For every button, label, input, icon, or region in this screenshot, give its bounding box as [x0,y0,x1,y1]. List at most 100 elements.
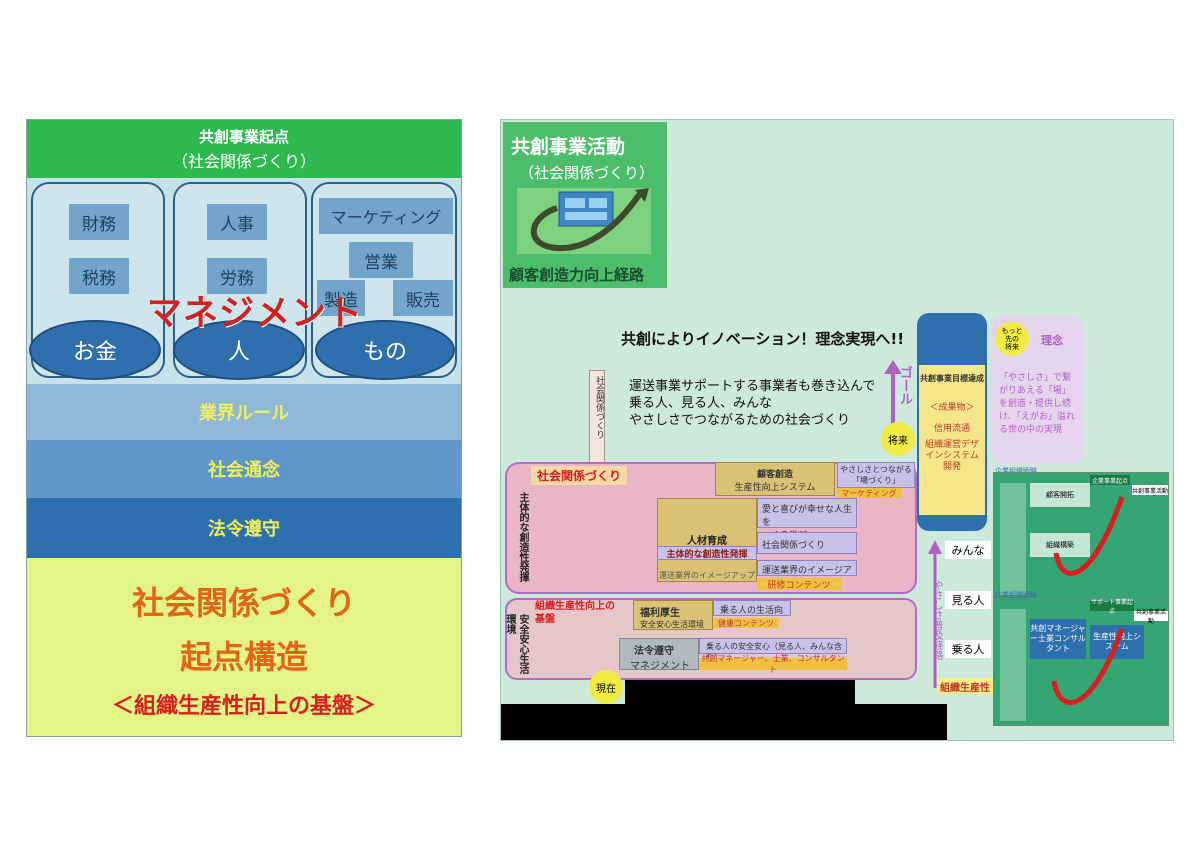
safety-all-label: 乗る人の安全安心（見る人、みんな含む） [706,642,842,662]
compliance-band: 法令遵守 [27,498,461,558]
manufacturing-box: 製造 [317,280,365,316]
vision-box: もっと 先の 将来 理念 「やさしさ」で繋がりあえる「場」を創造・提供し続け、「… [991,316,1083,464]
further-future-marker: もっと 先の 将来 [995,322,1029,356]
philosophy-label: 理念 [1041,334,1063,347]
cocreation-activity-panel: 共創事業活動 （社会関係づくり） 顧客創造力向上経路 共創によりイノベーション！… [500,119,1174,741]
money-oval: お金 [29,320,161,380]
base-shadow [501,704,947,740]
goal-top-label: 共創事業目標達成 [920,374,984,383]
foundation-subtitle: ＜組織生産性向上の基盤＞ [111,694,376,719]
further-future-1: もっと [1001,327,1023,335]
people-all: みんな [945,541,991,559]
joy-learning-box: 愛と喜びが幸せな人生を つくる学び [757,498,857,541]
management-label: マネジメント [630,661,690,672]
welfare-label: 福利厚生 [640,608,680,619]
safety-all-box: 乗る人の安全安心（見る人、みんな含む） [699,638,847,662]
blank-label-1: 顧客開拓 [1030,483,1090,507]
badge-subtitle: （社会関係づくり） [519,164,655,182]
sales-box: 営業 [349,242,413,278]
finance-box: 財務 [69,204,129,240]
cocreate-manager-tag: 共創マネージャー、士業、コンサルタント [699,654,847,674]
side-label-creativity: 主体的な創造性発揮 [517,492,528,582]
training-tag: 研修コンテンツ [757,578,841,591]
vision-text: 「やさしさ」で繋がりあえる「場」を創造・提供し続け、「えがお」溢れる世の中の実現 [999,373,1076,435]
hr-box: 人事 [207,204,267,240]
vertical-axis-label: 社会関係づくり [594,376,604,439]
header-subtitle: （社会関係づくり） [171,152,316,171]
badge-caption: 顧客創造力向上経路 [509,266,645,284]
desc-line-3: やさしさでつながるための社会づくり [629,413,851,428]
strategy-thumbnail-2: サポート事業起点 共創事業活動 共創マネージャー士業コンサルタント 生産性向上シ… [993,598,1169,726]
check-arrow-icon-2 [1051,628,1125,705]
blank-label-2: 組織構築 [1030,533,1090,557]
industry-rules-band: 業界ルール [27,384,461,440]
customer-creation-label: 顧客創造 [756,470,793,480]
rider-improve-box: 乗る人の生活向上 [713,600,791,629]
header-title: 共創事業起点 [198,128,289,146]
people-ride: 乗る人 [945,640,991,658]
strategy-label-2: 企業組織戦略 [995,591,1037,599]
people-oval: 人 [173,320,305,380]
desc-line-1: 運送事業サポートする事業者も巻き込んで [629,379,876,394]
management-label: マネジメント [147,294,364,334]
industry-image-label: 運送業界のイメージアップ [659,571,755,580]
spread-arrow-icon [928,540,942,688]
further-future-2: 先の [1005,335,1019,343]
hr-development-box [657,498,757,582]
further-future-3: 将来 [1005,343,1019,351]
activity-tag: 共創事業活動 [1132,485,1168,495]
social-relations-box-label: 社会関係づくり [762,541,826,551]
goal-item-2: 組織運営デザインシステム開発 [924,440,979,472]
health-tag: 健康コンテンツ [713,618,779,628]
goal-results-label: ＜成果物＞ [929,403,975,413]
strategy-thumbnail-1: 顧客開拓 組織構築 企業事業起点 共創事業活動 [993,472,1169,600]
place-label: 「場づくり」 [852,476,900,485]
social-norms-band: 社会通念 [27,440,461,498]
side-label-safety: 安全安心生活環境 [504,614,528,674]
customer-creation-box: 顧客創造 生産性向上システム [715,462,835,496]
people-see: 見る人 [945,591,991,609]
foundation-title-1: 社会関係づくり [131,584,356,622]
goal-item-1: 信用流通 [933,424,970,434]
now-marker: 現在 [589,670,623,704]
compliance-box: 法令遵守 マネジメント [619,638,699,672]
badge-title: 共創事業活動 [511,136,626,158]
kind-place-label: やさしさとつながる [840,465,912,474]
support-start-tag: サポート事業起点 [1090,599,1134,615]
social-relations-label: 社会関係づくり [531,466,628,485]
joy-learning-label-1: 愛と喜びが幸せな人生を [762,505,853,528]
activity-tag-2: 共創事業活動 [1134,609,1168,625]
future-marker: 将来 [881,422,915,456]
strategy-label: 企業組織戦略 [995,467,1037,475]
compliance-label: 法令遵守 [634,646,674,657]
place-making-box: やさしさとつながる 「場づくり」 [837,462,915,488]
start-point-tag: 企業事業起点 [1090,475,1130,485]
labor-box: 労務 [207,258,267,294]
activity-badge: 共創事業活動 （社会関係づくり） 顧客創造力向上経路 [503,122,667,288]
retail-box: 販売 [393,280,453,316]
social-relations-box: 社会関係づくり [757,532,857,554]
base-block [625,680,855,706]
marketing-box: マーケティング [319,198,453,234]
goal-results-box: 共創事業目標達成 ＜成果物＞ 信用流通 組織運営デザインシステム開発 [919,365,985,515]
productivity-base-label: 組織生産性向上の基盤 [535,601,615,625]
org-productivity-tag: 組織生産性 [937,678,993,694]
tax-box: 税務 [69,258,129,294]
foundation-title-2: 起点構造 [179,638,308,676]
curve-arrow-icon [530,188,649,252]
safe-env-label: 安全安心生活環境 [640,620,704,629]
creativity-label: 主体的な創造性発揮 [657,546,757,560]
path-illustration [517,188,651,254]
goal-label: ゴール [897,366,912,405]
description: 運送事業サポートする事業者も巻き込んで 乗る人、見る人、みんな やさしさでつなが… [629,378,875,429]
marketing-tag: マーケティング [837,488,901,498]
main-title: 共創によりイノベーション！理念実現へ!! [621,330,905,348]
goods-oval: もの [315,320,455,380]
consultant-box: 共創マネージャー士業コンサルタント [1030,619,1086,659]
management-structure-panel: 共創事業起点 （社会関係づくり） 財務 税務 人事 労務 マーケティング 営業 … [26,119,462,737]
welfare-box: 福利厚生 安全安心生活環境 [633,600,713,630]
image-up-box: 運送業界のイメージアップ [757,560,857,589]
check-arrow-icon [1053,496,1125,576]
desc-line-2: 乗る人、見る人、みんな [629,396,773,411]
spread-label: やさしさ普及経路 [931,580,942,660]
